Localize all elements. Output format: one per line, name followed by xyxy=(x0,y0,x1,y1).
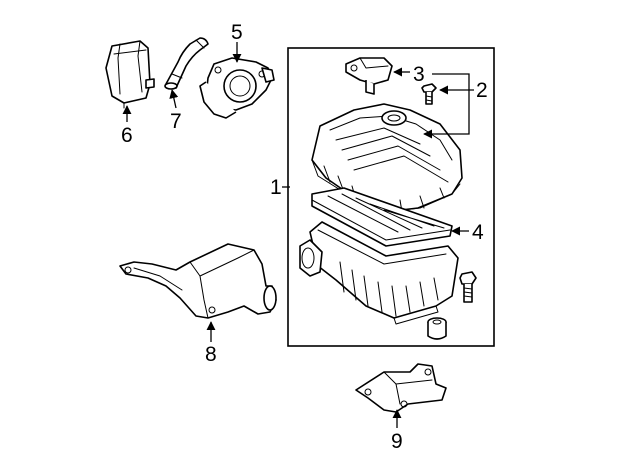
leader-3a xyxy=(423,73,470,139)
resonator-part xyxy=(105,40,155,109)
grommet-part xyxy=(427,317,447,340)
callout-1: 1 xyxy=(270,176,282,199)
callout-2: 2 xyxy=(476,79,488,102)
bolt-part xyxy=(421,83,437,105)
hose-part xyxy=(164,37,209,90)
bracket-part xyxy=(355,363,447,413)
callout-9: 9 xyxy=(391,430,403,453)
throttle-body-part xyxy=(199,57,275,119)
intake-duct-part xyxy=(119,243,277,319)
filter-part xyxy=(311,187,453,247)
lower-housing-part xyxy=(299,221,459,325)
leader-7 xyxy=(169,89,179,109)
callout-6: 6 xyxy=(121,124,133,147)
callout-4: 4 xyxy=(472,221,484,244)
assembly-box xyxy=(287,47,495,347)
callout-7: 7 xyxy=(170,110,182,133)
housing-bolt-part xyxy=(459,271,477,303)
sensor-part xyxy=(345,57,393,95)
callout-5: 5 xyxy=(231,21,243,44)
callout-8: 8 xyxy=(205,343,217,366)
callout-3: 3 xyxy=(413,63,425,86)
